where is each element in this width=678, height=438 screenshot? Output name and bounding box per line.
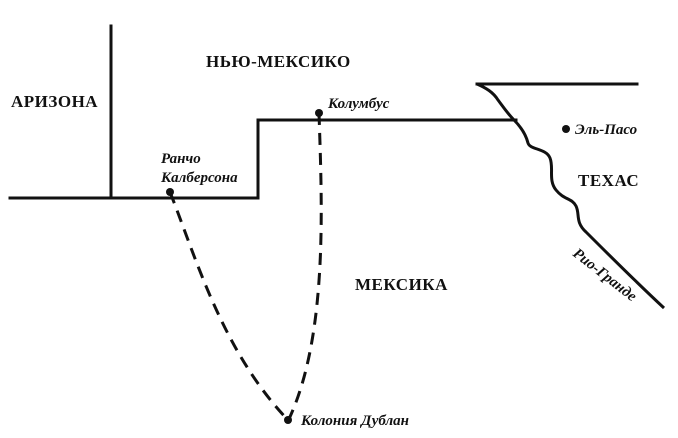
el-paso-dot (562, 125, 570, 133)
colonia-dublan-dot (284, 416, 292, 424)
mexico-label: МЕКСИКА (355, 275, 448, 294)
rancho-label-line1: Ранчо (161, 151, 201, 167)
columbus-label: Колумбус (327, 96, 390, 112)
new-mexico-label: НЬЮ-МЕКСИКО (206, 52, 351, 71)
texas-label: ТЕХАС (578, 171, 639, 190)
colonia-dublan-label: Колония Дублан (300, 413, 409, 429)
route-rancho-to-dublan (168, 191, 289, 421)
columbus-dot (315, 109, 323, 117)
el-paso-label: Эль-Пасо (575, 122, 637, 138)
route-columbus-to-dublan (287, 112, 323, 420)
arizona-label: АРИЗОНА (11, 92, 98, 111)
rancho-culberson-dot (166, 188, 174, 196)
rancho-label-line2: Калберсона (160, 170, 238, 186)
rio-grande-river (476, 82, 666, 310)
